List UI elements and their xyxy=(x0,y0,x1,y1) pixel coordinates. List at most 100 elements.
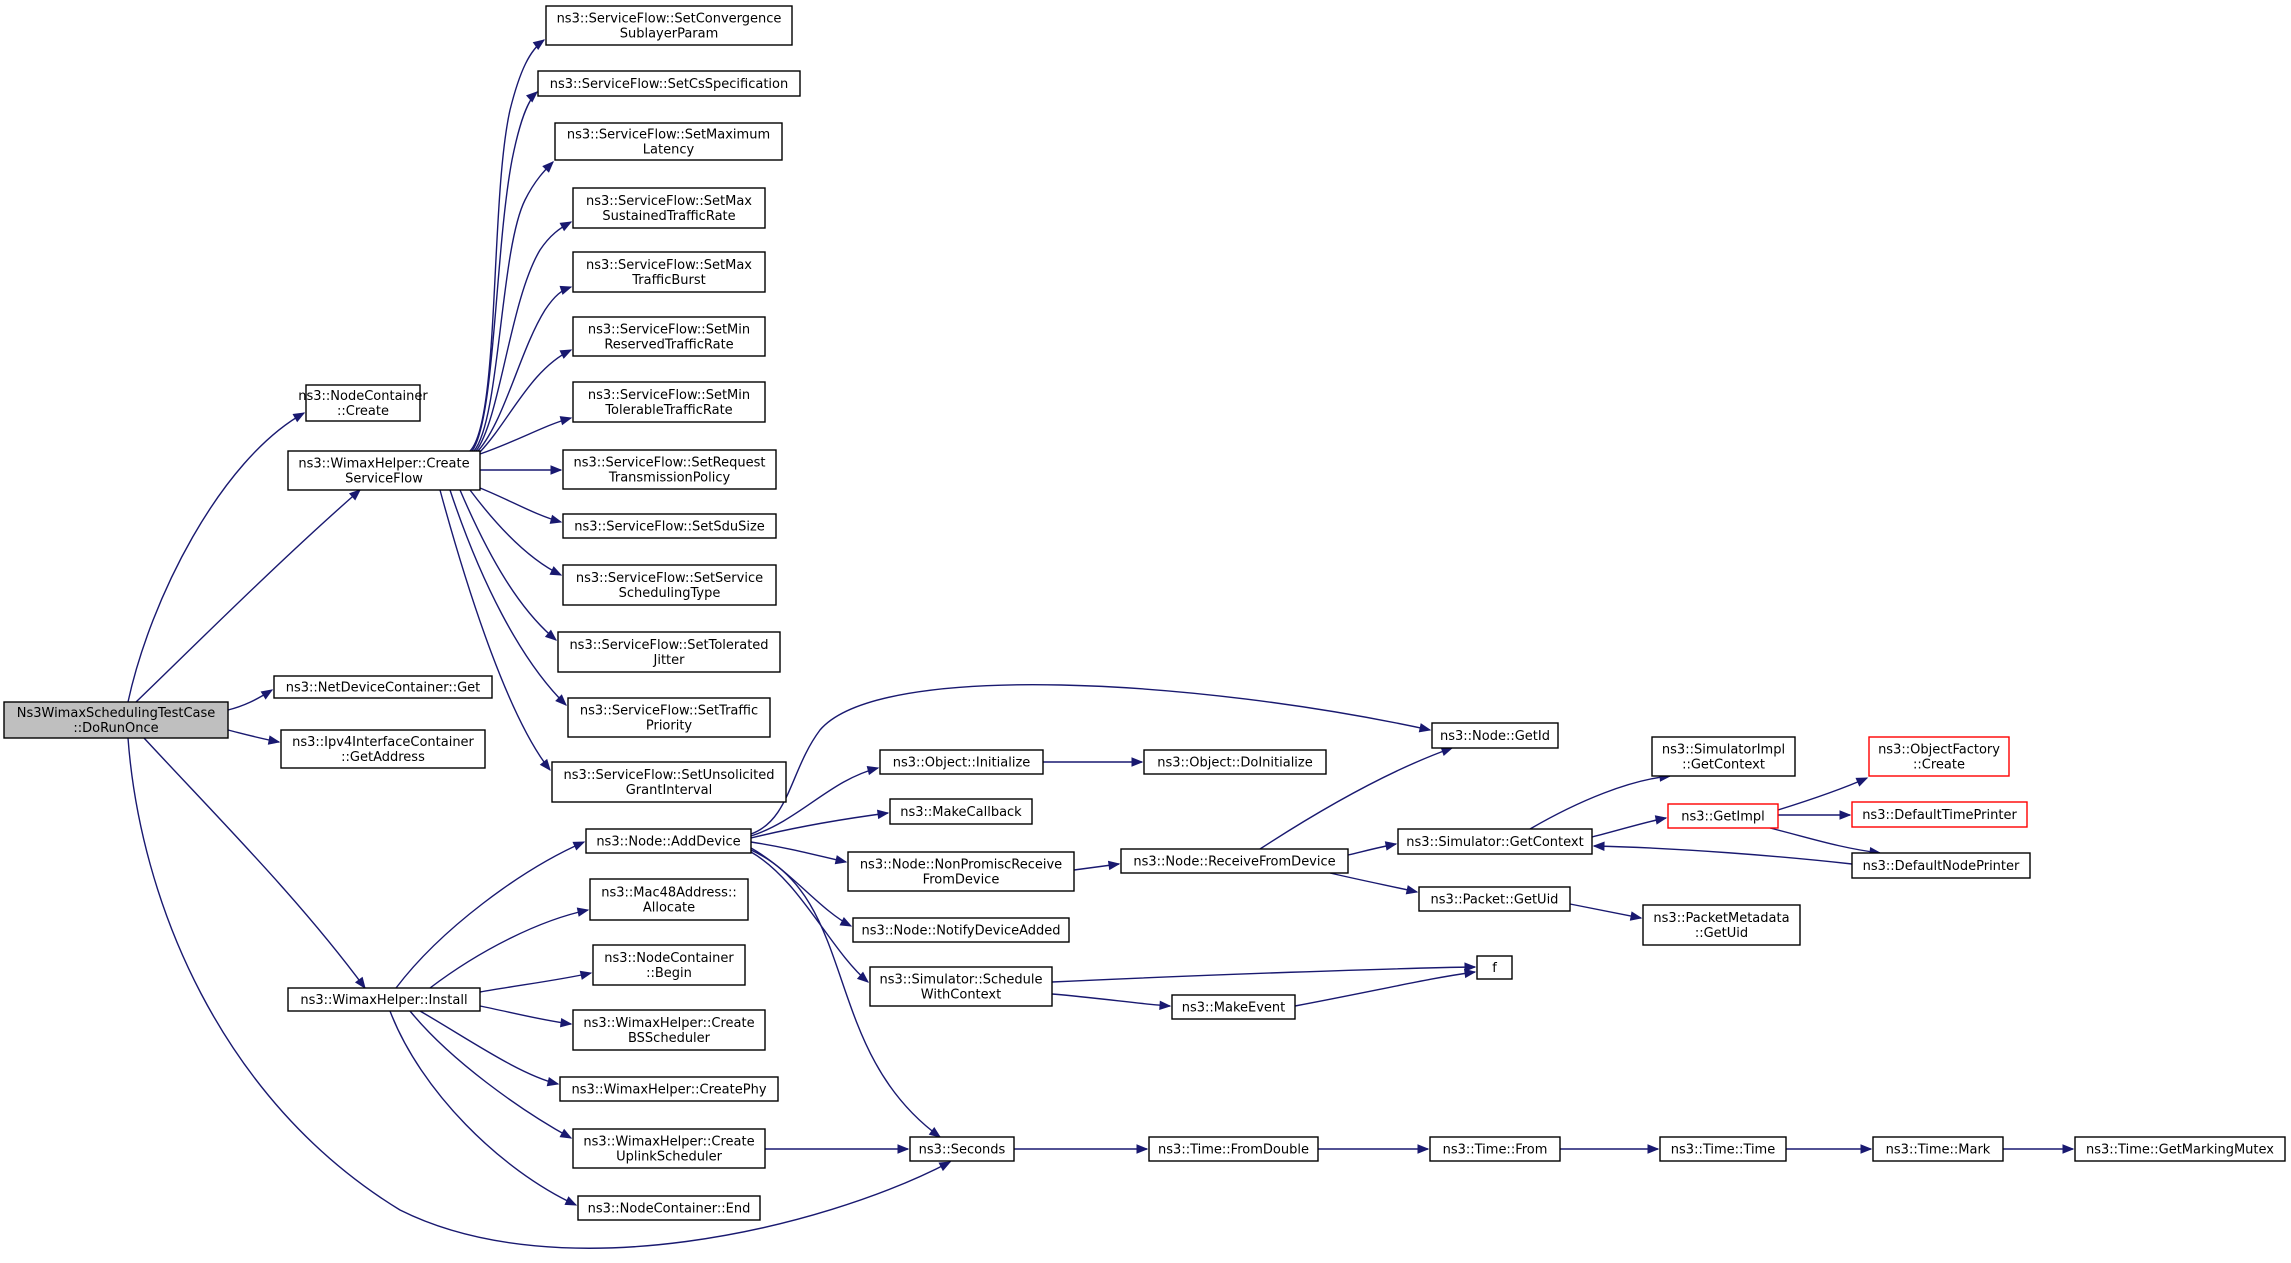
node-node-recv[interactable]: ns3::Node::ReceiveFromDevice xyxy=(1120,848,1349,874)
node-box xyxy=(572,1009,766,1051)
node-box xyxy=(592,944,746,986)
node-sf-cs[interactable]: ns3::ServiceFlow::SetCsSpecification xyxy=(537,70,801,97)
node-nc-begin[interactable]: ns3::NodeContainer::Begin xyxy=(592,944,746,986)
node-label-line: ns3::WimaxHelper::Install xyxy=(300,993,467,1008)
node-label-line: ns3::GetImpl xyxy=(1681,810,1765,825)
edge-wh_install-to-wh_ul xyxy=(409,1010,572,1139)
node-label-line: SchedulingType xyxy=(619,586,721,601)
node-wh-phy[interactable]: ns3::WimaxHelper::CreatePhy xyxy=(559,1076,779,1102)
node-label-line: SustainedTrafficRate xyxy=(602,209,735,224)
node-box xyxy=(554,122,783,161)
node-root[interactable]: Ns3WimaxSchedulingTestCase::DoRunOnce xyxy=(3,701,229,739)
arrowhead-root-to-nc_create xyxy=(292,412,306,423)
node-box xyxy=(562,513,777,539)
edges-layer xyxy=(127,39,2075,1249)
node-nc-create[interactable]: ns3::NodeContainer::Create xyxy=(298,384,428,422)
node-simimpl-getctx[interactable]: ns3::SimulatorImpl::GetContext xyxy=(1651,736,1796,777)
node-box xyxy=(287,987,481,1012)
node-time-time[interactable]: ns3::Time::Time xyxy=(1659,1136,1787,1162)
node-sf-mintol[interactable]: ns3::ServiceFlow::SetMinTolerableTraffic… xyxy=(572,381,766,423)
node-ndc-get[interactable]: ns3::NetDeviceContainer::Get xyxy=(273,675,493,699)
node-make-cb[interactable]: ns3::MakeCallback xyxy=(889,798,1033,825)
edge-sim_schedctx-to-f xyxy=(1051,966,1476,983)
arrowhead-node_recv-to-node_getid xyxy=(1440,747,1454,756)
node-pktmeta-getuid[interactable]: ns3::PacketMetadata::GetUid xyxy=(1642,904,1801,946)
node-f[interactable]: f xyxy=(1476,955,1513,980)
node-def-node-printer[interactable]: ns3::DefaultNodePrinter xyxy=(1851,852,2031,879)
arrowhead-time_from-to-time_time xyxy=(1647,1144,1660,1154)
node-box xyxy=(572,251,766,293)
edge-make_event-to-f xyxy=(1294,971,1476,1007)
node-box xyxy=(572,316,766,357)
node-sf-maxsus[interactable]: ns3::ServiceFlow::SetMaxSustainedTraffic… xyxy=(572,187,766,229)
node-node-getid[interactable]: ns3::Node::GetId xyxy=(1431,722,1559,749)
edge-wh_csf-to-sf_conv xyxy=(469,39,545,452)
node-getimpl[interactable]: ns3::GetImpl xyxy=(1667,803,1779,829)
node-obj-init[interactable]: ns3::Object::Initialize xyxy=(879,749,1044,775)
arrowhead-getimpl-to-objfactory_create xyxy=(1855,777,1869,787)
node-sim-getctx[interactable]: ns3::Simulator::GetContext xyxy=(1397,828,1593,855)
node-make-event[interactable]: ns3::MakeEvent xyxy=(1171,994,1296,1020)
node-label-line: ::Create xyxy=(1913,758,1965,773)
node-objfactory-create[interactable]: ns3::ObjectFactory::Create xyxy=(1868,736,2010,777)
node-pkt-getuid[interactable]: ns3::Packet::GetUid xyxy=(1418,886,1571,912)
edge-sim_schedctx-to-make_event xyxy=(1051,993,1171,1007)
edge-wh_install-to-mac_alloc xyxy=(429,909,589,989)
node-sf-conv[interactable]: ns3::ServiceFlow::SetConvergenceSublayer… xyxy=(545,5,793,46)
node-label-line: ns3::Node::GetId xyxy=(1440,729,1550,744)
node-wh-install[interactable]: ns3::WimaxHelper::Install xyxy=(287,987,481,1012)
node-box xyxy=(852,917,1070,943)
edge-getimpl-to-def_node_printer xyxy=(1769,827,1881,854)
node-sf-minres[interactable]: ns3::ServiceFlow::SetMinReservedTrafficR… xyxy=(572,316,766,357)
edge-node_recv-to-pkt_getuid xyxy=(1329,872,1418,893)
node-label-line: ::GetAddress xyxy=(341,750,425,765)
node-sf-unsol[interactable]: ns3::ServiceFlow::SetUnsolicitedGrantInt… xyxy=(551,761,787,803)
edge-wh_install-to-nc_end xyxy=(389,1010,577,1206)
node-box xyxy=(909,1136,1015,1162)
edge-wh_install-to-nc_begin xyxy=(479,972,592,993)
node-node-notify[interactable]: ns3::Node::NotifyDeviceAdded xyxy=(852,917,1070,943)
arrowhead-root-to-wh_csf xyxy=(348,489,362,501)
node-time-mutex[interactable]: ns3::Time::GetMarkingMutex xyxy=(2074,1136,2286,1162)
arrowhead-node_add-to-node_notify xyxy=(839,916,853,927)
node-label-line: ns3::ServiceFlow::SetMax xyxy=(586,194,752,209)
arrowhead-wh_csf-to-sf_mintol xyxy=(559,416,573,426)
edge-root-to-wh_csf xyxy=(135,489,361,703)
node-seconds[interactable]: ns3::Seconds xyxy=(909,1136,1015,1162)
node-def-time-printer[interactable]: ns3::DefaultTimePrinter xyxy=(1851,801,2028,828)
arrowhead-wh_csf-to-sf_minres xyxy=(559,349,573,359)
node-time-fromdouble[interactable]: ns3::Time::FromDouble xyxy=(1148,1136,1319,1162)
node-nc-end[interactable]: ns3::NodeContainer::End xyxy=(577,1195,761,1221)
node-box xyxy=(1418,886,1571,912)
arrowhead-wh_csf-to-sf_jitter xyxy=(544,629,558,641)
node-label-line: Allocate xyxy=(643,901,695,916)
node-node-add[interactable]: ns3::Node::AddDevice xyxy=(585,828,752,854)
node-label-line: ns3::ServiceFlow::SetMax xyxy=(586,258,752,273)
node-sf-reqtx[interactable]: ns3::ServiceFlow::SetRequestTransmission… xyxy=(562,449,777,490)
node-time-from[interactable]: ns3::Time::From xyxy=(1429,1136,1561,1162)
node-label-line: GrantInterval xyxy=(626,783,713,798)
node-time-mark[interactable]: ns3::Time::Mark xyxy=(1872,1136,2004,1162)
arrowhead-seconds-to-time_fromdouble xyxy=(1136,1144,1149,1154)
node-box xyxy=(562,449,777,490)
node-label-line: ns3::DefaultTimePrinter xyxy=(1862,808,2017,823)
node-obj-doinit[interactable]: ns3::Object::DoInitialize xyxy=(1143,749,1327,775)
edge-node_add-to-node_nonprom xyxy=(750,841,847,863)
node-box xyxy=(1868,736,2010,777)
node-sf-sdu[interactable]: ns3::ServiceFlow::SetSduSize xyxy=(562,513,777,539)
node-sf-sched[interactable]: ns3::ServiceFlow::SetServiceSchedulingTy… xyxy=(562,564,777,606)
node-ipv4-getaddr[interactable]: ns3::Ipv4InterfaceContainer::GetAddress xyxy=(280,729,486,769)
node-label-line: ns3::Simulator::GetContext xyxy=(1406,835,1583,850)
edge-pkt_getuid-to-pktmeta_getuid xyxy=(1569,903,1642,919)
node-mac-alloc[interactable]: ns3::Mac48Address::Allocate xyxy=(589,878,749,921)
